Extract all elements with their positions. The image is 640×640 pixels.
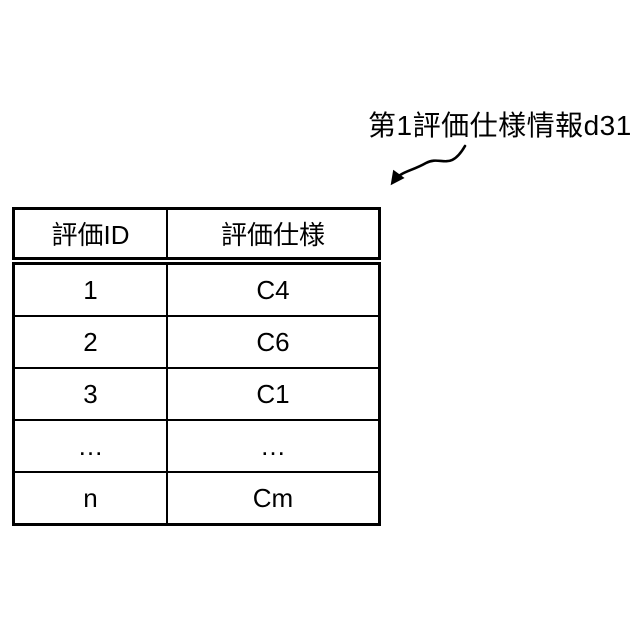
table-header: 評価ID 評価仕様	[12, 207, 381, 265]
table-body: 1 C4 2 C6 3 C1 … … n Cm	[12, 260, 381, 526]
cell-evaluation-id: 3	[12, 367, 168, 421]
cell-evaluation-id: n	[12, 471, 168, 526]
table-row: 2 C6	[12, 315, 381, 369]
cell-evaluation-spec: C4	[166, 260, 381, 317]
cell-evaluation-id: 2	[12, 315, 168, 369]
cell-evaluation-spec: C6	[166, 315, 381, 369]
evaluation-spec-table: 評価ID 評価仕様 1 C4 2 C6 3 C1 … … n Cm	[12, 207, 381, 526]
figure-label: 第1評価仕様情報d31	[368, 110, 632, 141]
cell-evaluation-id: …	[12, 419, 168, 473]
cell-evaluation-spec: C1	[166, 367, 381, 421]
header-row: 評価ID 評価仕様	[12, 207, 381, 265]
cell-evaluation-spec: …	[166, 419, 381, 473]
table-row: 1 C4	[12, 260, 381, 317]
cell-evaluation-id: 1	[12, 260, 168, 317]
cell-evaluation-spec: Cm	[166, 471, 381, 526]
header-evaluation-spec: 評価仕様	[166, 207, 381, 265]
table-row: 3 C1	[12, 367, 381, 421]
table-row: … …	[12, 419, 381, 473]
header-evaluation-id: 評価ID	[12, 207, 168, 265]
table-row: n Cm	[12, 471, 381, 526]
